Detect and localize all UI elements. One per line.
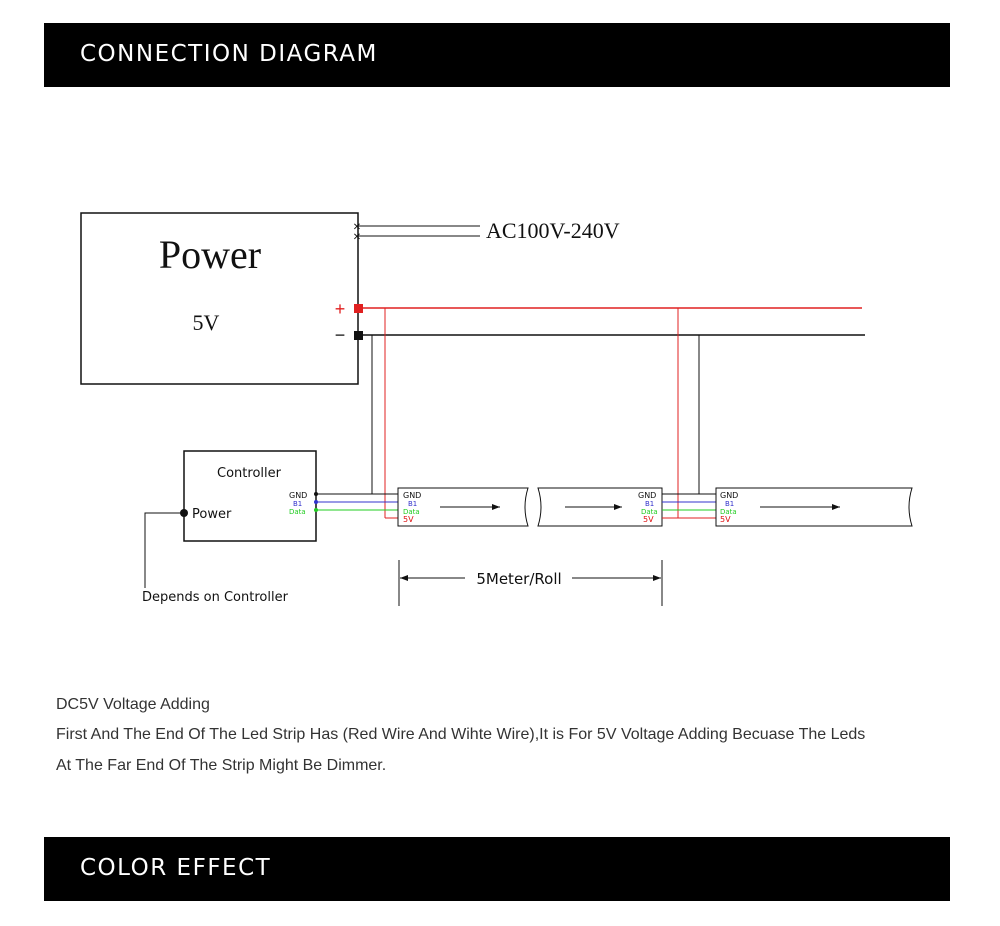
- power-supply-box: [80, 212, 359, 385]
- strip3-pin-gnd: GND: [720, 491, 738, 500]
- strip2-pin-5v: 5V: [643, 515, 654, 524]
- description-heading: DC5V Voltage Adding: [56, 696, 210, 713]
- strip2-pin-data: Data: [641, 508, 658, 516]
- color-effect-title: COLOR EFFECT: [80, 855, 272, 881]
- strip1-pin-b1: B1: [408, 500, 417, 508]
- strip3-pin-data: Data: [720, 508, 737, 516]
- ac-terminal-1: ✕: [353, 222, 361, 233]
- strip3-pin-b1: B1: [725, 500, 734, 508]
- strip1-pin-data: Data: [403, 508, 420, 516]
- strip1-pin-gnd: GND: [403, 491, 421, 500]
- ac-terminal-2: ✕: [353, 232, 361, 243]
- connection-diagram-banner: CONNECTION DIAGRAM: [44, 23, 950, 87]
- description-line-2: At The Far End Of The Strip Might Be Dim…: [56, 757, 387, 774]
- controller-title: Controller: [217, 466, 282, 481]
- ac-input-label: AC100V-240V: [486, 218, 620, 243]
- power-supply-voltage: 5V: [193, 310, 220, 335]
- plus-sign: +: [335, 299, 346, 319]
- connection-diagram-title: CONNECTION DIAGRAM: [80, 41, 378, 67]
- controller-power-lead: [144, 512, 184, 588]
- negative-terminal: [354, 331, 363, 340]
- power-supply-title: Power: [159, 232, 261, 277]
- strip2-pin-gnd: GND: [638, 491, 656, 500]
- minus-sign: −: [335, 325, 346, 345]
- controller-power-label: Power: [192, 507, 232, 522]
- controller-pin-data: Data: [289, 508, 306, 516]
- roll-length-label: 5Meter/Roll: [476, 570, 561, 588]
- strip1-pin-5v: 5V: [403, 515, 414, 524]
- controller-pin-gnd: GND: [289, 491, 307, 500]
- led-strip-segment-3: [715, 487, 913, 527]
- controller-pin-b1: B1: [293, 500, 302, 508]
- positive-terminal: [354, 304, 363, 313]
- color-effect-banner: COLOR EFFECT: [44, 837, 950, 901]
- description-line-1: First And The End Of The Led Strip Has (…: [56, 726, 866, 743]
- strip3-pin-5v: 5V: [720, 515, 731, 524]
- strip2-pin-b1: B1: [645, 500, 654, 508]
- led-strip-segment-1: [397, 487, 529, 527]
- led-strip-segment-2: [537, 487, 663, 527]
- depends-on-controller-label: Depends on Controller: [142, 590, 289, 605]
